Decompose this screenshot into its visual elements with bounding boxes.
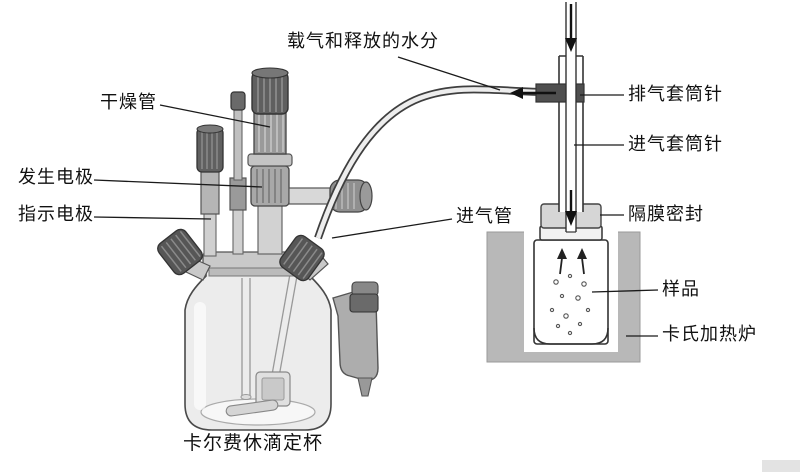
label-sample: 样品: [662, 279, 700, 299]
inlet-port-drawing: [279, 234, 329, 282]
drying-tube-drawing: [247, 67, 293, 255]
flow-arrow-top-down: [565, 4, 577, 52]
label-titration-cup: 卡尔费休滴定杯: [183, 433, 324, 454]
indicator-electrode-drawing: [196, 124, 224, 257]
label-exhaust-sleeve: 排气套筒针: [628, 84, 723, 104]
label-generator-electrode: 发生电极: [18, 167, 94, 187]
leader-carrier-gas: [397, 56, 501, 91]
leader-drying-tube: [159, 104, 271, 128]
flow-arrow-exhaust-left: [510, 87, 556, 99]
aux-electrode-drawing: [229, 91, 247, 255]
sample-dots: [549, 273, 591, 336]
label-indicator-electrode: 指示电极: [18, 204, 94, 224]
leader-generator-electrode: [93, 179, 263, 188]
titration-vessel-drawing: [184, 251, 332, 431]
label-gas-inlet-tube: 进气管: [456, 206, 513, 226]
sample-vial-drawing: [533, 225, 609, 345]
flow-arrow-septum-down: [565, 190, 577, 226]
leader-sample: [591, 289, 659, 293]
transfer-tube-drawing: [314, 85, 551, 240]
watermark-box: [762, 460, 800, 472]
handle-drawing: [332, 281, 379, 397]
label-drying-tube: 干燥管: [100, 92, 157, 112]
leader-indicator-electrode: [93, 216, 212, 220]
leader-gas-inlet-tube: [331, 218, 453, 239]
label-septum-seal: 隔膜密封: [628, 204, 704, 224]
label-carrier-gas: 载气和释放的水分: [287, 31, 439, 51]
label-heating-furnace: 卡氏加热炉: [662, 324, 757, 344]
leader-lines: [93, 56, 659, 337]
label-inlet-sleeve: 进气套筒针: [628, 134, 723, 154]
left-port-drawing: [157, 228, 211, 281]
gas-up-arrows: [557, 248, 587, 275]
